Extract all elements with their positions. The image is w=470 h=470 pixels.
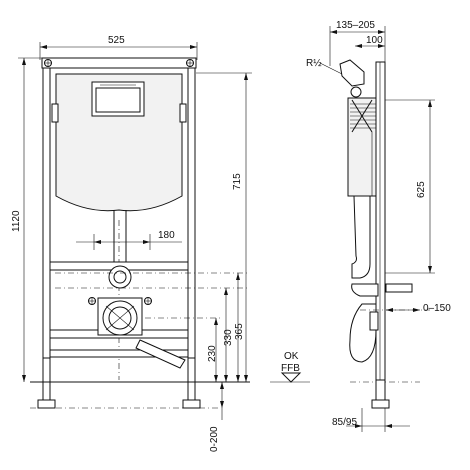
floor-label-ffb: FFB <box>281 363 300 374</box>
dim-label-0-150: 0–150 <box>423 303 451 314</box>
side-foot <box>371 399 390 409</box>
dim-label-525: 525 <box>108 35 125 46</box>
side-frame-profile <box>375 61 386 403</box>
frame-left-upright <box>42 67 51 359</box>
dim-height-230: 230 <box>207 318 218 382</box>
dim-label-180: 180 <box>158 230 175 241</box>
right-foot <box>182 399 201 409</box>
bolt-icon <box>144 297 152 305</box>
dim-height-330: 330 <box>223 288 234 382</box>
dim-label-365: 365 <box>234 323 245 340</box>
dim-label-85-95: 85/95 <box>332 417 357 428</box>
dim-side-bottom: 85/95 <box>332 408 410 432</box>
dim-pipe-offset: 180 <box>76 230 182 250</box>
frame-right-leg <box>187 357 196 403</box>
floor-label-ok: OK <box>284 351 299 362</box>
side-inlet-connector <box>351 283 379 297</box>
dim-label-330: 330 <box>223 329 234 346</box>
outlet-support <box>135 339 186 369</box>
dim-label-625: 625 <box>416 181 427 198</box>
side-waste-clamp <box>369 311 379 331</box>
side-cistern <box>347 97 377 197</box>
frame-right-upright <box>187 67 196 359</box>
dim-frame-width: 525 <box>39 35 198 60</box>
front-view: 525 180 <box>11 35 310 452</box>
dim-label-135-205: 135–205 <box>336 20 375 31</box>
dim-foot-adjust: 0-200 <box>209 382 224 452</box>
adjuster-ribs <box>350 99 376 133</box>
dim-tank-height: 715 <box>196 72 252 382</box>
bolt-icon <box>88 297 96 305</box>
bolt-icon <box>186 59 194 67</box>
left-foot <box>37 399 56 409</box>
side-flush-pipe <box>351 195 371 279</box>
side-inlet-pipe <box>385 283 413 293</box>
side-waste-bend <box>349 303 377 363</box>
frame-top-rail <box>41 57 197 69</box>
tank-side-clip <box>179 103 187 123</box>
inlet-fitting <box>108 265 132 289</box>
frame-bottom-bar <box>49 349 189 358</box>
side-view: 135–205 100 R½ <box>306 20 451 432</box>
dim-height-365: 365 <box>234 273 245 382</box>
dim-depth-100: 100 <box>355 35 385 48</box>
dim-label-230: 230 <box>207 345 218 362</box>
thread-label: R½ <box>306 58 322 69</box>
tank-side-clip <box>51 103 59 123</box>
inlet-valve <box>339 59 365 87</box>
waste-outlet <box>102 300 138 336</box>
dim-total-height: 1120 <box>11 57 42 382</box>
flush-plate-button <box>95 87 141 113</box>
floor-level-triangle-icon <box>280 372 302 383</box>
bolt-icon <box>44 59 52 67</box>
inlet-valve-nut <box>350 86 362 98</box>
frame-left-leg <box>42 357 51 403</box>
dim-label-715: 715 <box>232 173 243 190</box>
dim-label-0-200: 0-200 <box>209 426 220 452</box>
side-leg <box>375 379 386 403</box>
floor-level-marker: OK FFB <box>270 351 310 383</box>
dim-label-1120: 1120 <box>11 210 22 232</box>
dim-side-range: 0–150 <box>386 303 451 314</box>
dim-label-100: 100 <box>366 35 383 46</box>
dim-side-625: 625 <box>385 99 435 274</box>
cistern-tank <box>55 73 183 212</box>
